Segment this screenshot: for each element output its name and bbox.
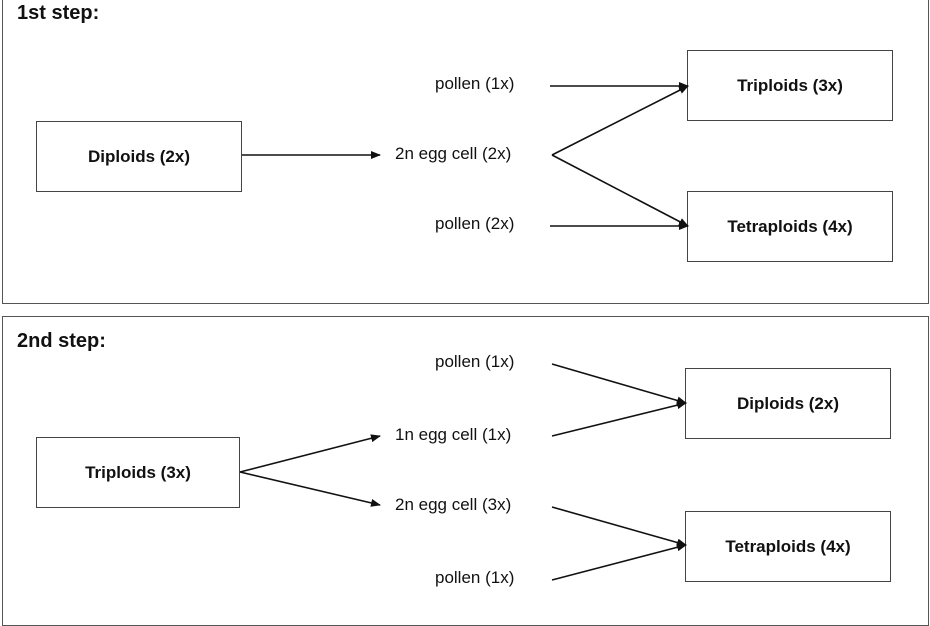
step1-parent-box: Diploids (2x): [36, 121, 242, 192]
step1-pollen-top-label: pollen (1x): [435, 74, 515, 93]
step2-egg-bottom-label: 2n egg cell (3x): [395, 495, 512, 514]
step2-arrow-pollen-top: [551, 363, 687, 405]
step1-egg-label: 2n egg cell (2x): [395, 144, 512, 163]
step2-arrow-egg-bottom: [551, 506, 687, 547]
step1-title: 1st step:: [17, 2, 100, 24]
step1-output-bottom-box: Tetraploids (4x): [687, 191, 893, 262]
step2-arrow-pollen-bottom: [551, 543, 687, 581]
step2-pollen-top-label: pollen (1x): [435, 352, 515, 371]
step2-output-top-box: Diploids (2x): [685, 368, 891, 439]
step2-parent-box: Triploids (3x): [36, 437, 240, 508]
step2-arrow-egg-top: [551, 401, 687, 437]
step2-title: 2nd step:: [17, 330, 106, 352]
step2-arrow-parent-to-egg-top: [239, 434, 381, 473]
step1-arrow-egg-to-top: [551, 85, 689, 156]
step1-pollen-bottom-label: pollen (2x): [435, 214, 515, 233]
step1-output-top-box: Triploids (3x): [687, 50, 893, 121]
step1-arrow-egg-to-bottom: [551, 154, 689, 227]
step2-pollen-bottom-label: pollen (1x): [435, 568, 515, 587]
step2-egg-top-label: 1n egg cell (1x): [395, 425, 512, 444]
step2-arrow-parent-to-egg-bottom: [239, 471, 381, 507]
step2-output-bottom-box: Tetraploids (4x): [685, 511, 891, 582]
